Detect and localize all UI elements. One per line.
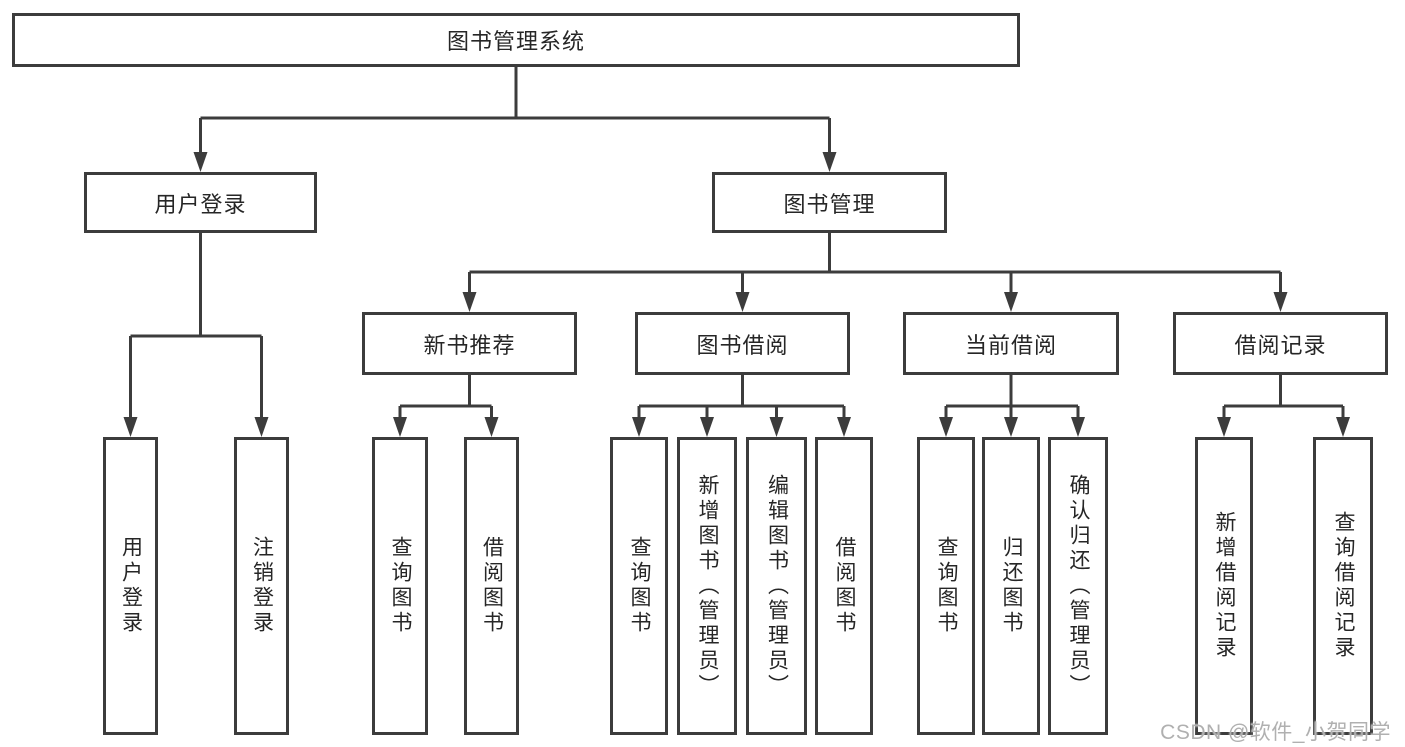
arrowhead	[484, 417, 499, 437]
arrowhead	[1273, 292, 1288, 312]
connector-userlogin-to-leaves	[123, 233, 269, 437]
node-label: 图书管理	[783, 191, 876, 217]
connector-borrow-to-leaves	[632, 375, 851, 437]
leaf-user-login: 用户登录	[103, 437, 158, 735]
leaf-add-borrow-record: 新增借阅记录	[1195, 437, 1253, 735]
node-book-borrow: 图书借阅	[635, 312, 850, 375]
node-label: 注销登录	[250, 536, 274, 636]
leaf-query-books-current: 查询图书	[917, 437, 975, 735]
node-label: 图书借阅	[696, 332, 789, 358]
node-label: 编辑图书（管理员）	[765, 473, 789, 699]
node-label: 借阅图书	[833, 536, 856, 636]
leaf-logout: 注销登录	[234, 437, 289, 735]
csdn-watermark: CSDN @软件_小贺同学	[1160, 721, 1391, 744]
leaf-query-books-borrow: 查询图书	[610, 437, 668, 735]
node-label: 新书推荐	[423, 332, 516, 358]
node-label: 用户登录	[154, 191, 247, 217]
node-label: 查询图书	[628, 536, 651, 636]
node-label: 确认归还（管理员）	[1067, 473, 1090, 699]
node-label: 新增图书（管理员）	[696, 473, 719, 699]
connector-records-to-leaves	[1217, 375, 1350, 437]
node-label: 借阅图书	[480, 536, 504, 636]
leaf-query-borrow-record: 查询借阅记录	[1313, 437, 1373, 735]
connector-root-to-level2	[193, 67, 837, 172]
arrowhead	[735, 292, 750, 312]
leaf-confirm-return-admin: 确认归还（管理员）	[1048, 437, 1108, 735]
arrowhead	[1004, 292, 1018, 312]
node-label: 借阅记录	[1234, 332, 1327, 358]
node-label: 归还图书	[1000, 536, 1023, 636]
leaf-return-books: 归还图书	[982, 437, 1040, 735]
leaf-edit-books-admin: 编辑图书（管理员）	[746, 437, 807, 735]
node-label: 查询图书	[389, 536, 412, 636]
node-user-login: 用户登录	[84, 172, 317, 233]
arrowhead	[700, 417, 714, 437]
node-label: 当前借阅	[964, 332, 1057, 358]
arrowhead	[254, 417, 269, 437]
arrowhead	[1004, 417, 1018, 437]
leaf-borrow-books-recommend: 借阅图书	[464, 437, 519, 735]
leaf-query-books-recommend: 查询图书	[372, 437, 428, 735]
leaf-borrow-books: 借阅图书	[815, 437, 873, 735]
arrowhead	[1336, 417, 1350, 437]
node-borrow-records: 借阅记录	[1173, 312, 1388, 375]
arrowhead	[1217, 417, 1231, 437]
arrowhead	[193, 152, 208, 172]
arrowhead	[393, 417, 407, 437]
arrowhead	[822, 152, 837, 172]
node-label: 查询借阅记录	[1332, 511, 1355, 661]
node-current-borrow: 当前借阅	[903, 312, 1119, 375]
connector-newbooks-to-leaves	[393, 375, 499, 437]
node-label: 图书管理系统	[446, 29, 585, 54]
arrowhead	[632, 417, 646, 437]
node-root-system: 图书管理系统	[12, 13, 1020, 67]
node-book-management: 图书管理	[712, 172, 947, 233]
node-new-book-recommend: 新书推荐	[362, 312, 577, 375]
connector-current-to-leaves	[939, 375, 1085, 437]
arrowhead	[462, 292, 477, 312]
node-label: 查询图书	[935, 536, 958, 636]
arrowhead	[1071, 417, 1085, 437]
arrowhead	[123, 417, 138, 437]
node-label: 用户登录	[119, 536, 143, 636]
connector-bookmgmt-to-level3	[462, 233, 1288, 312]
arrowhead	[769, 417, 784, 437]
leaf-add-books-admin: 新增图书（管理员）	[677, 437, 737, 735]
arrowhead	[837, 417, 851, 437]
node-label: 新增借阅记录	[1213, 511, 1236, 661]
arrowhead	[939, 417, 953, 437]
